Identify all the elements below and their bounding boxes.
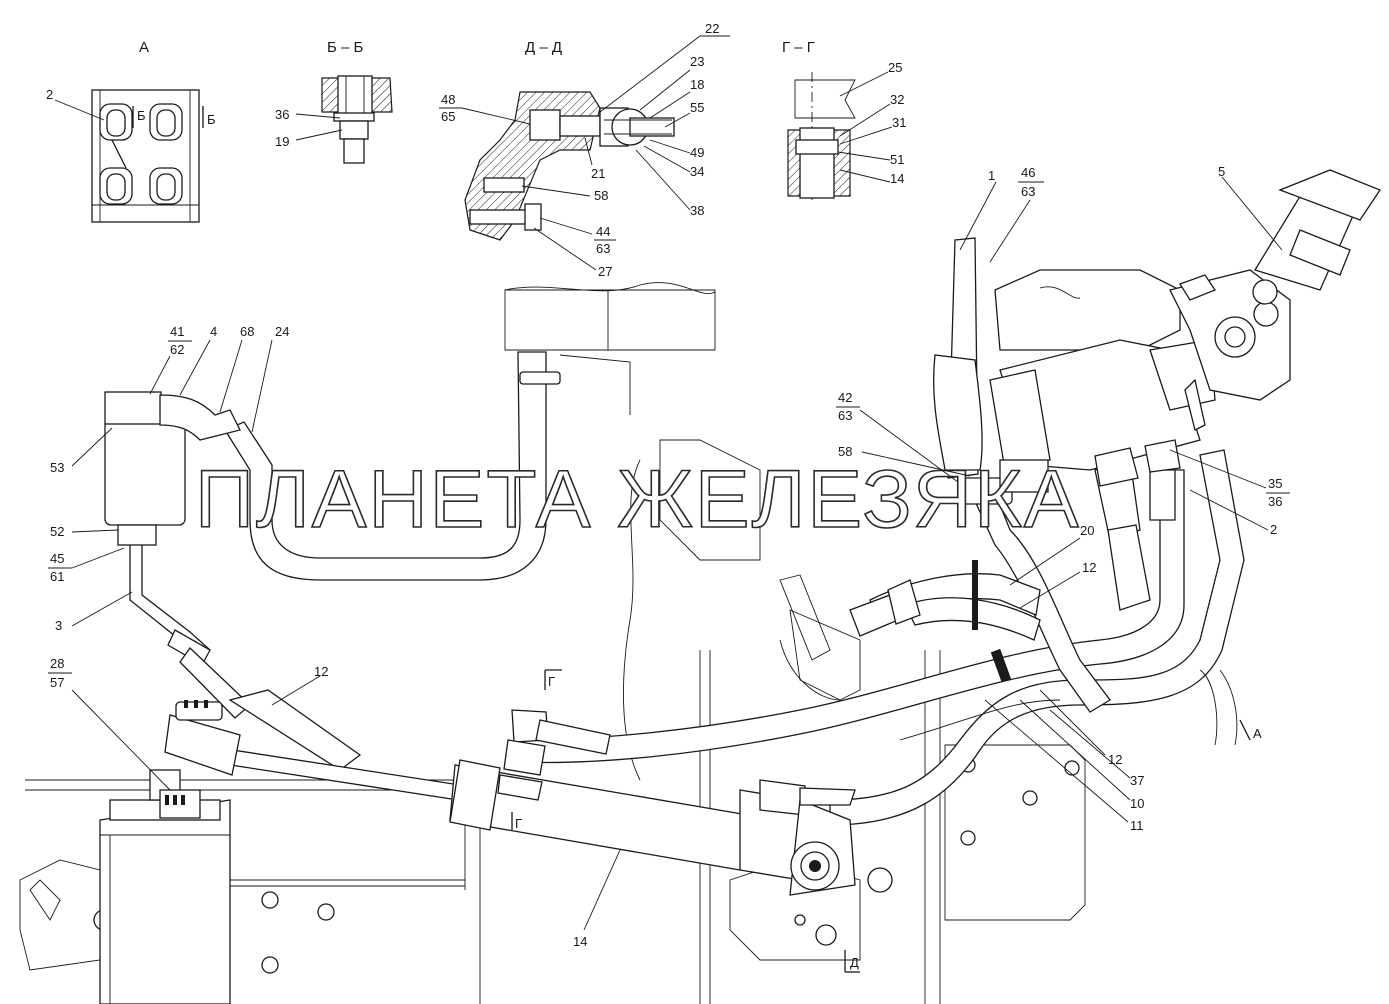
callout-label: 21: [591, 166, 605, 181]
section-dd: Д – Д 22 23 18 55 49 34 38 21 58 44 63: [439, 21, 730, 279]
callout-label: 61: [50, 569, 64, 584]
section-mark-g-bottom: Г: [515, 816, 522, 831]
callout-label: 25: [888, 60, 902, 75]
callout-label: 65: [441, 109, 455, 124]
callout-label: 53: [50, 460, 64, 475]
view-a-title: А: [139, 39, 149, 56]
callout-label: 18: [690, 77, 704, 92]
callout-label: 2: [1270, 522, 1277, 537]
pump-assembly: [932, 169, 1381, 505]
callout-label: 1: [988, 168, 995, 183]
callout-label: 52: [50, 524, 64, 539]
callouts: 1 46 63 5 41 62 4 68 24 42 63 58 35 36: [48, 164, 1290, 949]
supply-tube: [224, 282, 716, 581]
callout-label: 32: [890, 92, 904, 107]
section-gg: Г – Г 25 32 31 51 14: [782, 39, 906, 200]
callout-label: 31: [892, 115, 906, 130]
callout-label: 34: [690, 164, 704, 179]
section-marks: Г Г Д А: [511, 669, 1262, 973]
callout-label: 41: [170, 324, 184, 339]
tee-fitting: [779, 574, 921, 701]
callout-label: 24: [275, 324, 289, 339]
callout-label: 12: [1082, 560, 1096, 575]
callout-label: 55: [690, 100, 704, 115]
callout-label: 63: [1021, 184, 1035, 199]
callout-label: 22: [705, 21, 719, 36]
section-mark: Б: [207, 112, 216, 127]
callout-label: 2: [46, 87, 53, 102]
callout-label: 38: [690, 203, 704, 218]
callout-label: 11: [1130, 818, 1144, 833]
steering-gear-box: [99, 769, 231, 1004]
section-mark-g-top: Г: [548, 674, 555, 689]
section-mark-d: Д: [850, 955, 859, 970]
callout-label: 51: [890, 152, 904, 167]
oil-tank: [104, 391, 251, 719]
section-bb: Б – Б 36 19: [275, 39, 393, 164]
callout-label: 23: [690, 54, 704, 69]
section-mark: Б: [137, 108, 146, 123]
view-mark-a: А: [1253, 726, 1262, 741]
callout-label: 12: [314, 664, 328, 679]
callout-label: 49: [690, 145, 704, 160]
fitting-icon: [99, 167, 133, 205]
fitting-icon: [99, 103, 133, 169]
callout-label: 48: [441, 92, 455, 107]
callout-label: 28: [50, 656, 64, 671]
callout-label: 63: [838, 408, 852, 423]
view-a-plate: [91, 89, 200, 223]
callout-label: 44: [596, 224, 610, 239]
callout-label: 27: [598, 264, 612, 279]
callout-label: 14: [890, 171, 904, 186]
callout-label: 45: [50, 551, 64, 566]
callout-label: 10: [1130, 796, 1144, 811]
callout-label: 36: [1268, 494, 1282, 509]
callout-label: 20: [1080, 523, 1094, 538]
callout-label: 19: [275, 134, 289, 149]
callout-label: 5: [1218, 164, 1225, 179]
callout-label: 3: [55, 618, 62, 633]
callout-label: 57: [50, 675, 64, 690]
callout-label: 12: [1108, 752, 1122, 767]
hydraulic-cylinder: [164, 700, 856, 896]
section-dd-title: Д – Д: [525, 39, 562, 56]
callout-label: 46: [1021, 165, 1035, 180]
fitting-icon: [149, 167, 183, 205]
callout-label: 36: [275, 107, 289, 122]
watermark: ПЛАНЕТА ЖЕЛЕЗЯКА: [195, 454, 1081, 545]
section-bb-title: Б – Б: [327, 39, 364, 56]
callout-label: 14: [573, 934, 587, 949]
callout-label: 63: [596, 241, 610, 256]
callout-label: 58: [594, 188, 608, 203]
callout-label: 62: [170, 342, 184, 357]
section-gg-title: Г – Г: [782, 39, 815, 56]
callout-label: 42: [838, 390, 852, 405]
callout-label: 58: [838, 444, 852, 459]
callout-label: 68: [240, 324, 254, 339]
callout-label: 4: [210, 324, 217, 339]
callout-label: 35: [1268, 476, 1282, 491]
fitting-icon: [149, 103, 183, 141]
callout-label: 37: [1130, 773, 1144, 788]
view-a: А 2 Б Б: [46, 39, 216, 223]
